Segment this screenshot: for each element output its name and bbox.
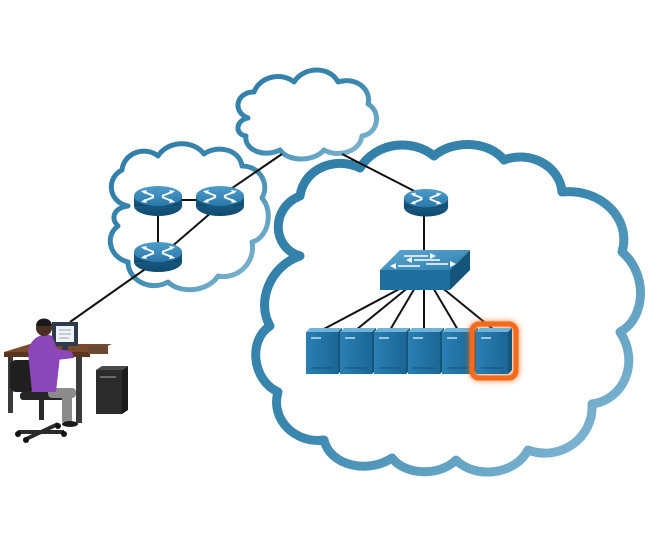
isp-router-1 <box>133 185 183 217</box>
isp-router-3 <box>133 241 183 273</box>
link-switch-to-server-5 <box>431 285 459 331</box>
server-4 <box>407 327 445 375</box>
link-internet-to-dc-router <box>341 153 425 197</box>
link-switch-to-server-1 <box>321 285 406 331</box>
server-6-highlighted <box>469 321 519 381</box>
server-1 <box>305 327 343 375</box>
user-workstation <box>4 318 128 443</box>
server-2 <box>339 327 377 375</box>
link-switch-to-server-3 <box>389 285 417 331</box>
server-3 <box>373 327 411 375</box>
data-center-cloud <box>251 140 645 477</box>
dc-switch <box>380 250 470 290</box>
link-switch-to-server-2 <box>355 285 411 331</box>
internet-cloud <box>235 67 379 162</box>
isp-router-2 <box>195 185 245 217</box>
link-user-to-isp-router-3 <box>69 259 159 323</box>
isp-cloud <box>107 141 271 293</box>
dc-router <box>403 188 449 218</box>
